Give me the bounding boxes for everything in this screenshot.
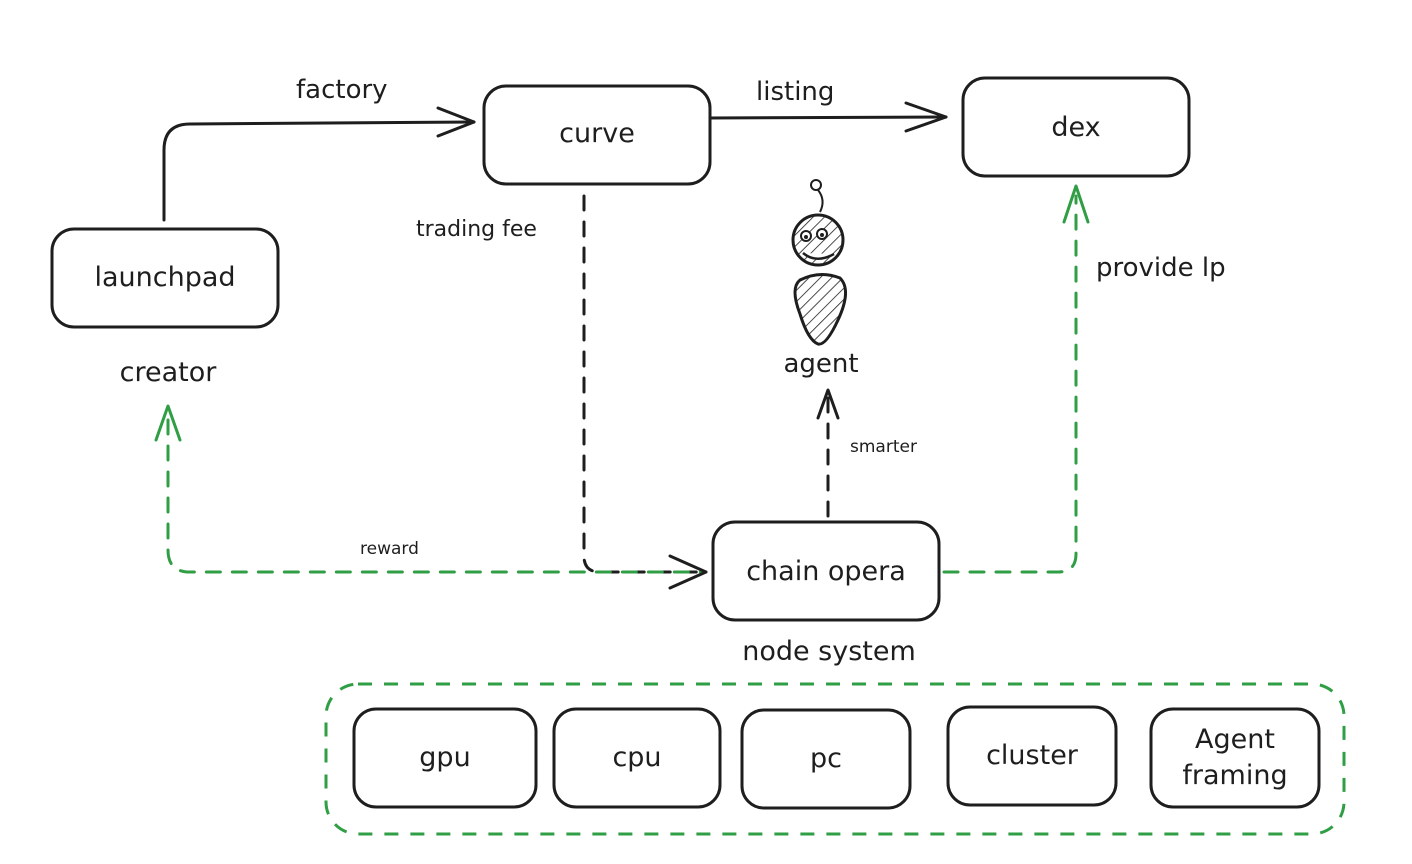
node-system-item-cpu[interactable]: cpu	[552, 707, 722, 809]
item-cluster-label: cluster	[986, 740, 1079, 771]
node-launchpad[interactable]: launchpad	[50, 227, 280, 329]
item-cpu-label: cpu	[612, 742, 661, 773]
edge-label-trading-fee: trading fee	[416, 217, 537, 242]
edge-listing	[708, 101, 948, 133]
item-pc-label: pc	[810, 743, 842, 774]
caption-agent: agent	[783, 349, 858, 379]
arrowhead-icon	[668, 554, 708, 590]
edge-label-smarter: smarter	[850, 437, 917, 457]
edge-reward-line	[166, 418, 708, 574]
arrowhead-icon	[436, 106, 476, 138]
item-gpu-box[interactable]	[352, 707, 538, 809]
arrowhead-icon	[154, 404, 182, 442]
agent-figure-icon	[791, 179, 847, 346]
item-cpu-box[interactable]	[552, 707, 722, 809]
item-gpu-label: gpu	[419, 742, 470, 773]
arrowhead-icon	[816, 388, 840, 420]
node-chain-opera-box[interactable]	[711, 520, 941, 622]
node-launchpad-label: launchpad	[94, 262, 235, 293]
item-pc-box[interactable]	[740, 708, 912, 810]
edge-trading-fee	[582, 194, 708, 574]
item-agent-framing-label-line1: Agent	[1195, 724, 1275, 755]
node-system-item-cluster[interactable]: cluster	[946, 705, 1118, 807]
edge-reward	[154, 404, 708, 590]
arrowhead-icon	[1062, 184, 1090, 224]
edge-factory-line	[162, 120, 476, 222]
edge-label-reward: reward	[360, 539, 419, 559]
caption-node-system: node system	[742, 636, 916, 667]
node-system-item-agent-framing[interactable]: Agent framing	[1149, 707, 1321, 809]
edge-provide-lp-line	[942, 194, 1078, 574]
node-launchpad-box[interactable]	[50, 227, 280, 329]
node-curve[interactable]: curve	[482, 84, 712, 186]
node-chain-opera-label: chain opera	[746, 556, 906, 587]
edge-smarter	[816, 388, 840, 518]
node-system-item-pc[interactable]: pc	[740, 708, 912, 810]
node-curve-label: curve	[559, 118, 635, 149]
node-system-group	[324, 682, 1346, 836]
agent-body-icon	[793, 273, 847, 346]
edge-trading-fee-line	[582, 194, 708, 574]
edge-factory	[162, 106, 476, 222]
antenna-icon	[810, 179, 822, 191]
edge-label-listing: listing	[756, 77, 834, 107]
node-system-item-gpu[interactable]: gpu	[352, 707, 538, 809]
node-curve-box[interactable]	[482, 84, 712, 186]
node-dex-box[interactable]	[961, 76, 1191, 178]
edge-provide-lp	[942, 184, 1090, 574]
edge-label-provide-lp: provide lp	[1096, 253, 1226, 283]
antenna-stem	[817, 189, 824, 213]
item-agent-framing-label-line2: framing	[1182, 760, 1287, 791]
caption-creator: creator	[120, 357, 218, 388]
edge-listing-line	[708, 115, 948, 120]
node-dex-label: dex	[1051, 112, 1100, 143]
item-agent-framing-box[interactable]	[1149, 707, 1321, 809]
edge-label-factory: factory	[296, 75, 388, 105]
arrowhead-icon	[904, 101, 948, 133]
item-cluster-box[interactable]	[946, 705, 1118, 807]
agent-head-icon	[791, 213, 845, 267]
node-chain-opera[interactable]: chain opera	[711, 520, 941, 622]
node-dex[interactable]: dex	[961, 76, 1191, 178]
